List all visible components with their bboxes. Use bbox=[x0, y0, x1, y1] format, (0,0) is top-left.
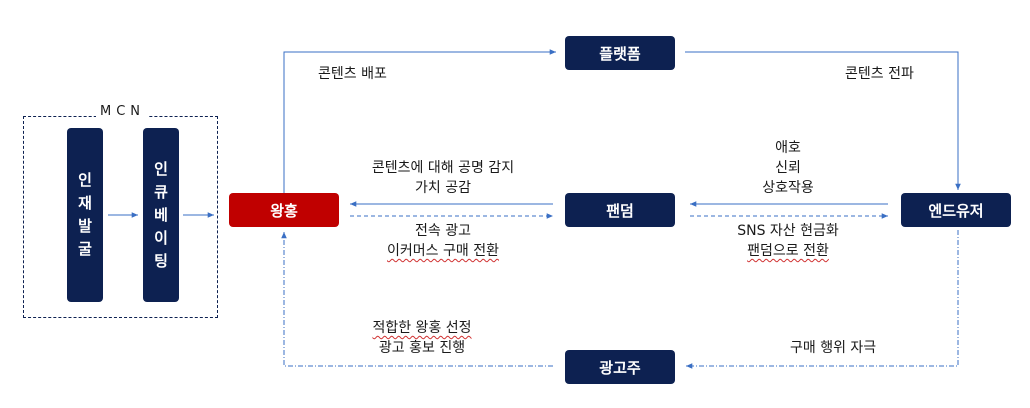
advertiser-node: 광고주 bbox=[565, 350, 675, 384]
label-enduser-to-fandom: 애호 신뢰 상호작용 bbox=[762, 140, 814, 196]
incubating-label: 인큐베이팅 bbox=[154, 159, 168, 270]
platform-node: 플랫폼 bbox=[565, 36, 675, 70]
label-enduser-to-advertiser: 구매 행위 자극 bbox=[790, 340, 877, 356]
fandom-node: 팬덤 bbox=[565, 193, 675, 227]
arrow-platform-to-enduser bbox=[685, 51, 961, 190]
arrow-enduser-to-advertiser bbox=[686, 230, 959, 369]
label-fandom-to-influencer: 콘텐츠에 대해 공명 감지 가치 공감 bbox=[371, 160, 515, 196]
label-advertiser-to-influencer: 적합한 왕홍 선정 광고 홍보 진행 bbox=[372, 320, 472, 356]
talent-discovery-box: 인재발굴 bbox=[67, 128, 103, 302]
mcn-group bbox=[23, 116, 218, 318]
mcn-title: MCN bbox=[96, 104, 150, 119]
label-influencer-to-fandom: 전속 광고 이커머스 구매 전환 bbox=[387, 223, 499, 259]
label-content-distribution: 콘텐츠 배포 bbox=[318, 66, 387, 82]
label-content-spread: 콘텐츠 전파 bbox=[845, 66, 914, 82]
incubating-box: 인큐베이팅 bbox=[143, 128, 179, 302]
label-fandom-to-enduser: SNS 자산 현금화 팬덤으로 전환 bbox=[737, 223, 839, 259]
arrow-influencer-to-platform bbox=[283, 49, 556, 193]
influencer-node: 왕홍 bbox=[229, 193, 339, 227]
talent-discovery-label: 인재발굴 bbox=[78, 171, 92, 258]
enduser-node: 엔드유저 bbox=[901, 193, 1011, 227]
